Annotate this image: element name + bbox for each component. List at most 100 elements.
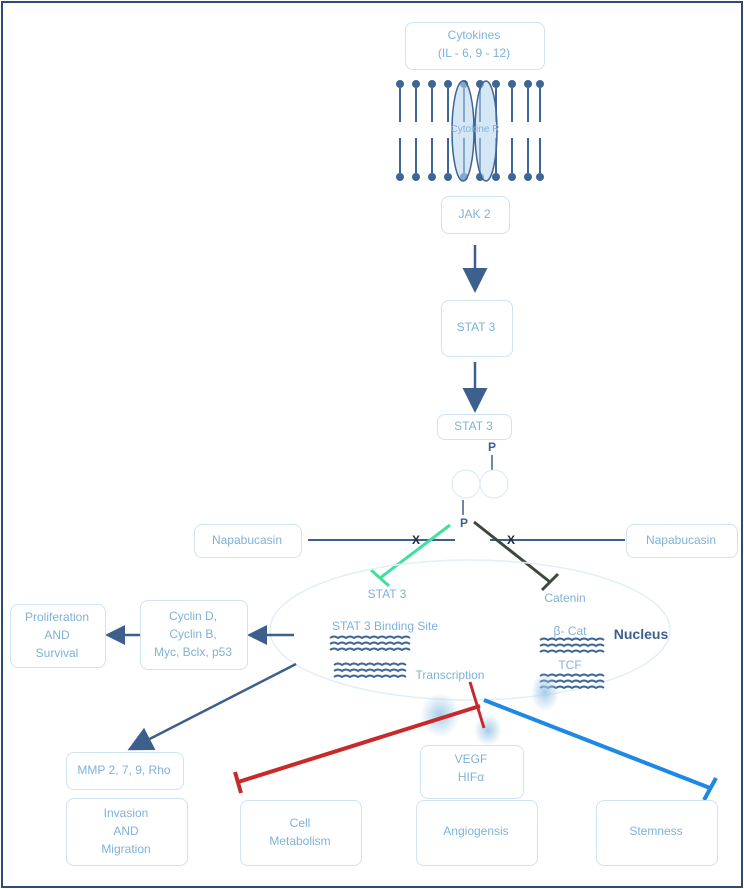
phospho-p-top: P bbox=[487, 440, 496, 454]
jak2-label: JAK 2 bbox=[458, 207, 491, 221]
proliferation-line-3: Survival bbox=[35, 646, 79, 660]
cytokine-receptor-left bbox=[451, 80, 475, 182]
lipid-head-bottom bbox=[396, 173, 404, 181]
vegf-label: VEGF HIFα bbox=[420, 750, 522, 786]
mmp-box bbox=[66, 752, 184, 790]
inhibit-metabolism-bar bbox=[233, 771, 243, 794]
lipid-head-top bbox=[492, 80, 500, 88]
hif-line: HIFα bbox=[457, 770, 485, 784]
lipid-head-top bbox=[524, 80, 532, 88]
stemness-box bbox=[596, 800, 718, 866]
arrow-to-mmp bbox=[127, 662, 297, 751]
lipid-head-bottom bbox=[428, 173, 436, 181]
dna-wave bbox=[329, 647, 411, 652]
inhibit-stat3-line bbox=[379, 523, 451, 580]
transcription-label: Transcription bbox=[415, 668, 485, 682]
cell-metabolism-box bbox=[240, 800, 362, 866]
lipid-head-bottom bbox=[508, 173, 516, 181]
stat3-a-box bbox=[441, 300, 513, 357]
invasion-line-2: AND bbox=[113, 824, 139, 838]
x-mark-left: X bbox=[411, 533, 420, 547]
phospho-p-center: P bbox=[459, 516, 468, 530]
cytokine-receptor-label: Cytokine R bbox=[450, 124, 500, 135]
tcf-label: TCF bbox=[558, 658, 582, 672]
stat3-a-label: STAT 3 bbox=[456, 320, 496, 334]
inhibit-metabolism-bar-top bbox=[468, 681, 486, 729]
cell-metabolism-line-1: Cell bbox=[289, 816, 311, 830]
napabucasin-right-box bbox=[626, 524, 738, 558]
lipid-head-top bbox=[396, 80, 404, 88]
inhibit-stemness-line bbox=[483, 698, 711, 790]
cell-metabolism-line-2: Metabolism bbox=[269, 834, 331, 848]
cyclin-line-3: Myc, Bclx, p53 bbox=[153, 645, 233, 659]
lipid-head-top bbox=[508, 80, 516, 88]
jak2-box bbox=[441, 196, 510, 234]
cytokines-box bbox=[405, 22, 545, 70]
dna-wave bbox=[539, 643, 605, 648]
b-cat-label: β- Cat bbox=[553, 624, 587, 638]
dna-wave bbox=[333, 662, 407, 667]
lipid-head-top bbox=[412, 80, 420, 88]
inhibit-catenin-line bbox=[473, 520, 551, 584]
dna-wave bbox=[329, 635, 411, 640]
napabucasin-right-label: Napabucasin bbox=[645, 533, 717, 547]
angiogenesis-box bbox=[416, 800, 538, 866]
proliferation-box bbox=[10, 604, 106, 668]
proliferation-label: Proliferation AND Survival bbox=[10, 608, 104, 662]
stat-dimer-left bbox=[451, 469, 481, 499]
cytokine-receptor-right bbox=[474, 80, 498, 182]
dna-wave bbox=[539, 649, 605, 654]
proliferation-line-2: AND bbox=[44, 628, 70, 642]
lipid-head-bottom bbox=[412, 173, 420, 181]
stat3-b-label: STAT 3 bbox=[454, 419, 493, 433]
invasion-box bbox=[66, 798, 188, 866]
cyclin-box bbox=[140, 600, 248, 670]
nucleus-outline bbox=[269, 559, 671, 701]
dna-wave bbox=[539, 637, 605, 642]
cytokines-line-1: Cytokines bbox=[447, 28, 501, 42]
mmp-label: MMP 2, 7, 9, Rho bbox=[77, 763, 171, 777]
transcription-glow-right bbox=[531, 672, 559, 712]
inhibit-catenin-bar bbox=[540, 572, 560, 592]
lipid-head-top bbox=[444, 80, 452, 88]
inhibit-stemness-bar bbox=[702, 777, 718, 801]
lipid-head-bottom bbox=[536, 173, 544, 181]
cytokines-line-2: (IL - 6, 9 - 12) bbox=[437, 46, 511, 60]
vegf-box bbox=[420, 745, 524, 799]
lipid-head-bottom bbox=[444, 173, 452, 181]
napabucasin-left-label: Napabucasin bbox=[211, 533, 283, 547]
invasion-line-3: Migration bbox=[101, 842, 151, 856]
stat3-binding-site-label: STAT 3 Binding Site bbox=[331, 619, 439, 633]
stemness-label: Stemness bbox=[629, 824, 683, 838]
lipid-head-bottom bbox=[492, 173, 500, 181]
napabucasin-left-box bbox=[194, 524, 302, 558]
lipid-head-top bbox=[428, 80, 436, 88]
catenin-label: Catenin bbox=[544, 591, 586, 605]
x-mark-right: X bbox=[506, 533, 515, 547]
cyclin-line-1: Cyclin D, bbox=[168, 609, 217, 623]
cyclin-line-2: Cyclin B, bbox=[169, 627, 217, 641]
angiogenesis-label: Angiogensis bbox=[443, 824, 509, 838]
lipid-head-bottom bbox=[524, 173, 532, 181]
invasion-line-1: Invasion bbox=[103, 806, 149, 820]
dna-wave bbox=[329, 641, 411, 646]
lipid-head-top bbox=[536, 80, 544, 88]
stat3-c-label: STAT 3 bbox=[367, 587, 407, 601]
dna-wave bbox=[333, 668, 407, 673]
vegf-line: VEGF bbox=[454, 752, 488, 766]
invasion-label: Invasion AND Migration bbox=[66, 804, 186, 858]
inhibit-stat3-bar bbox=[370, 568, 390, 588]
cell-metabolism-label: Cell Metabolism bbox=[240, 814, 360, 850]
transcription-glow-mid bbox=[474, 714, 502, 746]
cyclin-label: Cyclin D, Cyclin B, Myc, Bclx, p53 bbox=[140, 607, 246, 661]
cytokines-label: Cytokines (IL - 6, 9 - 12) bbox=[405, 26, 543, 62]
proliferation-line-1: Proliferation bbox=[24, 610, 90, 624]
nucleus-label: Nucleus bbox=[613, 626, 669, 642]
stat-dimer-right bbox=[479, 469, 509, 499]
stat3-b-box bbox=[437, 414, 512, 440]
dna-wave bbox=[333, 674, 407, 679]
inhibit-metabolism-line bbox=[237, 704, 481, 784]
